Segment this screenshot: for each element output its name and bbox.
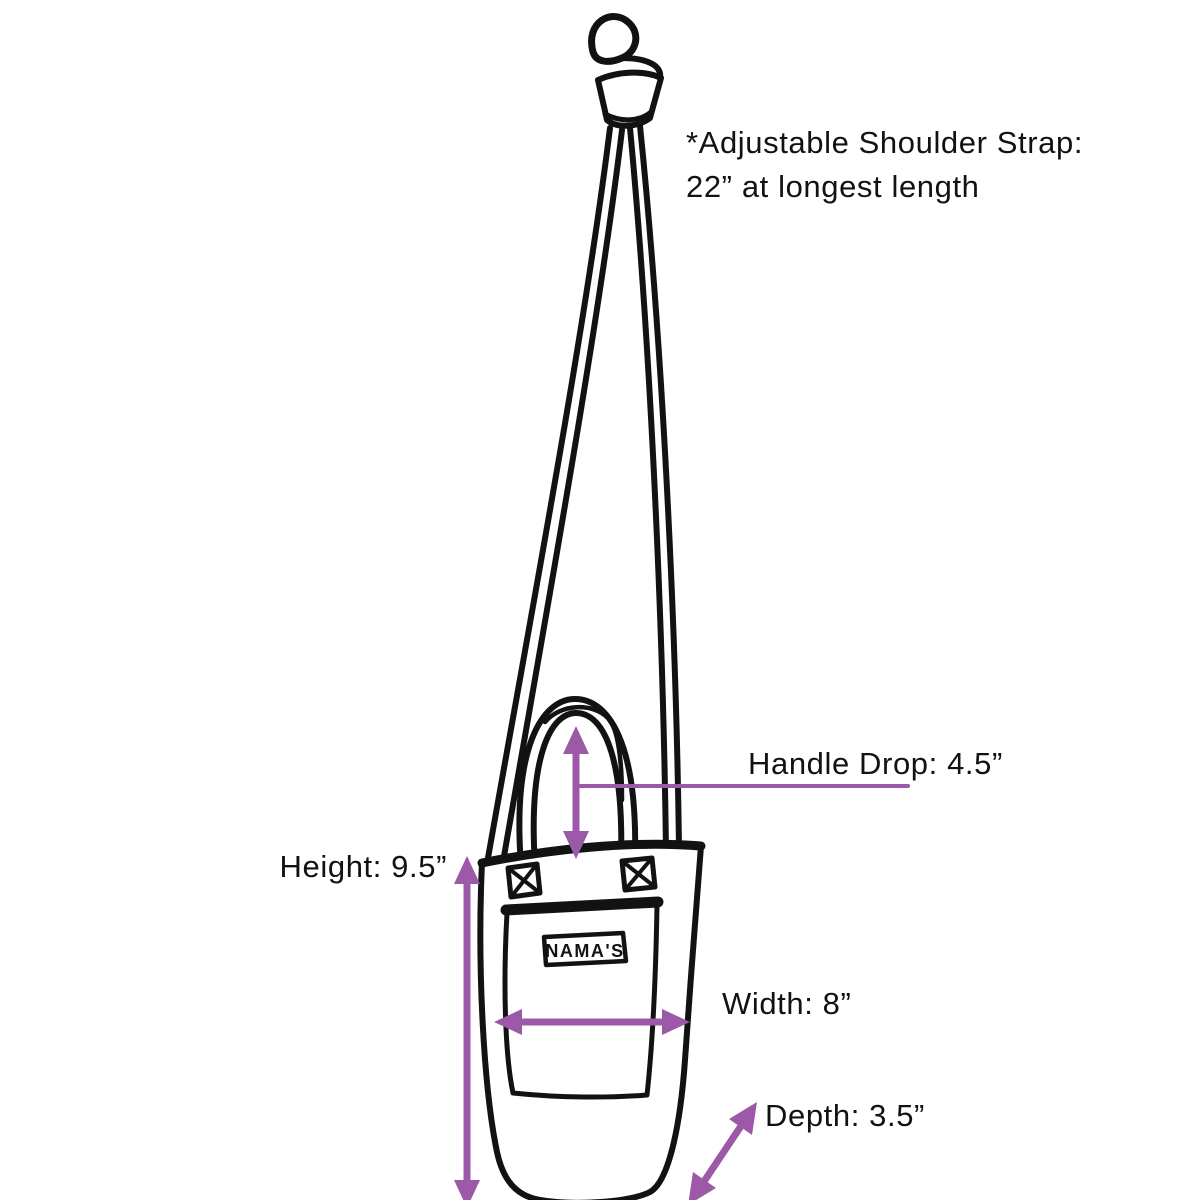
width-label: Width: 8” — [722, 986, 851, 1021]
strap-note-line1: *Adjustable Shoulder Strap: — [686, 125, 1083, 160]
brand-label-box — [541, 930, 629, 968]
front-pocket: NAMA'S — [500, 896, 664, 1100]
width-measure: Width: 8” — [494, 986, 851, 1035]
strap-knot — [588, 13, 664, 129]
carry-handles — [516, 695, 639, 869]
height-measure: Height: 9.5” — [280, 849, 480, 1200]
strap-note-line2: 22” at longest length — [686, 169, 980, 204]
depth-label: Depth: 3.5” — [765, 1098, 925, 1133]
strap-note: *Adjustable Shoulder Strap: 22” at longe… — [686, 125, 1083, 204]
handle-stitch-boxes — [505, 855, 658, 900]
height-label: Height: 9.5” — [280, 849, 447, 884]
brand-label-text: NAMA'S — [545, 941, 624, 961]
pocket-top-band — [500, 896, 664, 916]
depth-measure: Depth: 3.5” — [688, 1098, 925, 1200]
shoulder-strap — [485, 123, 682, 865]
bag-top-rim — [477, 839, 706, 868]
handle-drop-measure: Handle Drop: 4.5” — [563, 726, 1003, 859]
handle-drop-label: Handle Drop: 4.5” — [748, 746, 1003, 781]
